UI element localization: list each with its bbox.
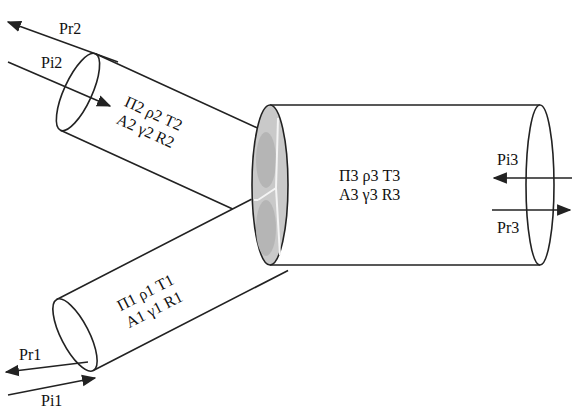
wave-label: Pi2: [40, 54, 63, 72]
wave-label: Pr3: [496, 219, 520, 237]
wave-label: Pi3: [496, 151, 519, 169]
wave-label: Pi1: [40, 392, 63, 410]
junction: [252, 105, 288, 265]
wave-label: Pr1: [18, 346, 42, 364]
pipe-parameters: Π3 ρ3 T3: [339, 166, 400, 185]
pipe-1: [44, 199, 288, 377]
wave-label: Pr2: [58, 20, 82, 38]
pipe-label: Π3 ρ3 T3A3 γ3 R3: [335, 164, 404, 206]
wave-arrows: [6, 22, 572, 395]
pipe-3: [270, 105, 554, 265]
pipe-parameters: A3 γ3 R3: [339, 185, 400, 204]
